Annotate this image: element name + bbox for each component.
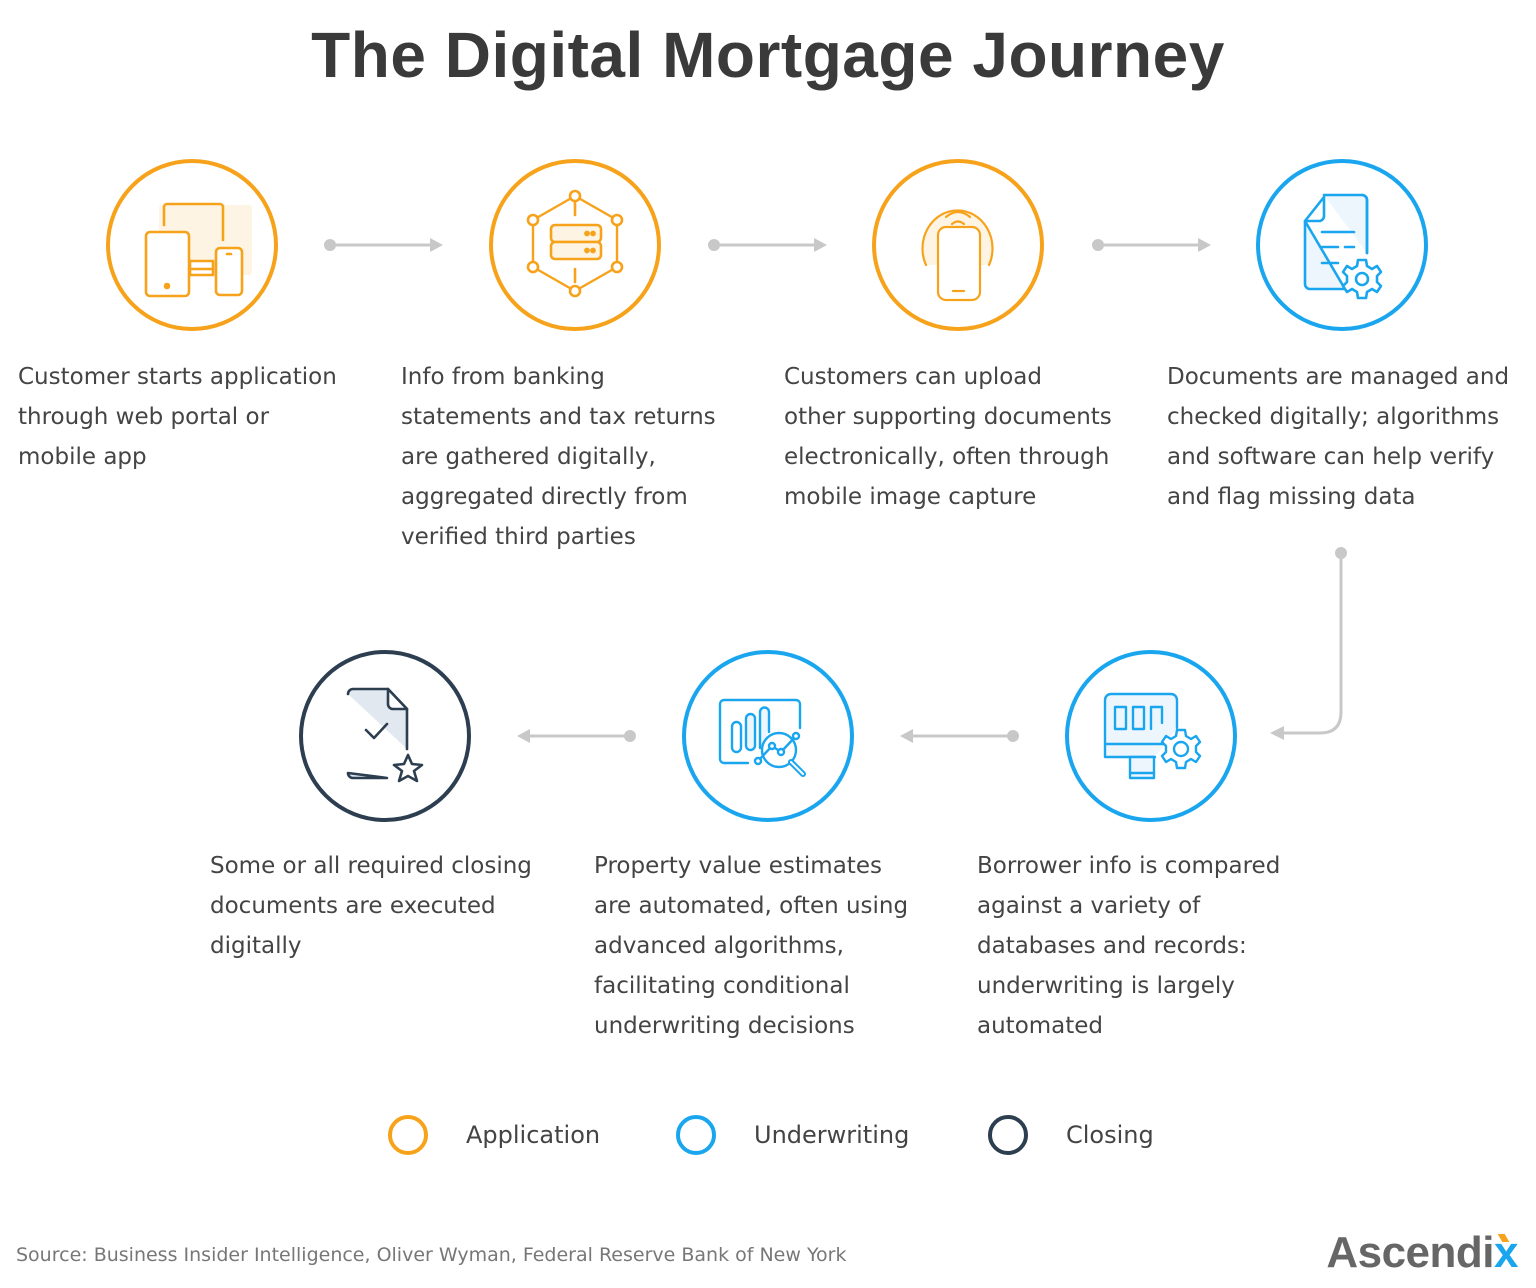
step-3-application-circle <box>872 159 1044 331</box>
arrow-left-icon <box>517 729 636 743</box>
arrow-right-icon <box>1092 238 1211 252</box>
source-note: Source: Business Insider Intelligence, O… <box>16 1244 847 1266</box>
step-2-application-circle <box>489 159 661 331</box>
step-7-description: Some or all required closing documents a… <box>210 853 532 959</box>
step-2-description: Info from banking statements and tax ret… <box>401 364 716 550</box>
document-gear-icon <box>1303 193 1383 300</box>
monitor-gear-icon <box>1103 692 1202 780</box>
legend-item-underwriting: Underwriting <box>676 1115 909 1155</box>
data-network-server-icon <box>526 189 624 298</box>
page-title: The Digital Mortgage Journey <box>311 19 1225 91</box>
ring-icon <box>676 1115 716 1155</box>
ring-icon <box>988 1115 1028 1155</box>
step-3-description: Customers can upload other supporting do… <box>784 364 1112 510</box>
devices-icon <box>144 202 252 298</box>
arrow-left-icon <box>900 729 1019 743</box>
step-4-description: Documents are managed and checked digita… <box>1167 364 1510 510</box>
ascendix-logo: Ascendix <box>1326 1228 1518 1277</box>
step-1-description: Customer starts application through web … <box>18 364 337 470</box>
ring-icon <box>388 1115 428 1155</box>
step-7-closing-circle <box>299 650 471 822</box>
arrow-right-icon <box>708 238 827 252</box>
mobile-capture-icon <box>921 209 994 302</box>
document-check-star-icon <box>346 687 424 783</box>
legend-item-application: Application <box>388 1115 600 1155</box>
step-5-underwriting-circle <box>1065 650 1237 822</box>
arrow-elbow-icon <box>1270 547 1347 740</box>
step-4-underwriting-circle <box>1256 159 1428 331</box>
chart-magnifier-icon <box>718 698 806 777</box>
legend: Application Underwriting Closing <box>0 1115 1536 1165</box>
logo-accent-x: x <box>1494 1228 1518 1277</box>
legend-item-closing: Closing <box>988 1115 1154 1155</box>
step-5-description: Borrower info is compared against a vari… <box>977 853 1281 1039</box>
step-6-underwriting-circle <box>682 650 854 822</box>
step-1-application-circle <box>106 159 278 331</box>
arrow-right-icon <box>324 238 443 252</box>
step-6-description: Property value estimates are automated, … <box>594 853 909 1039</box>
